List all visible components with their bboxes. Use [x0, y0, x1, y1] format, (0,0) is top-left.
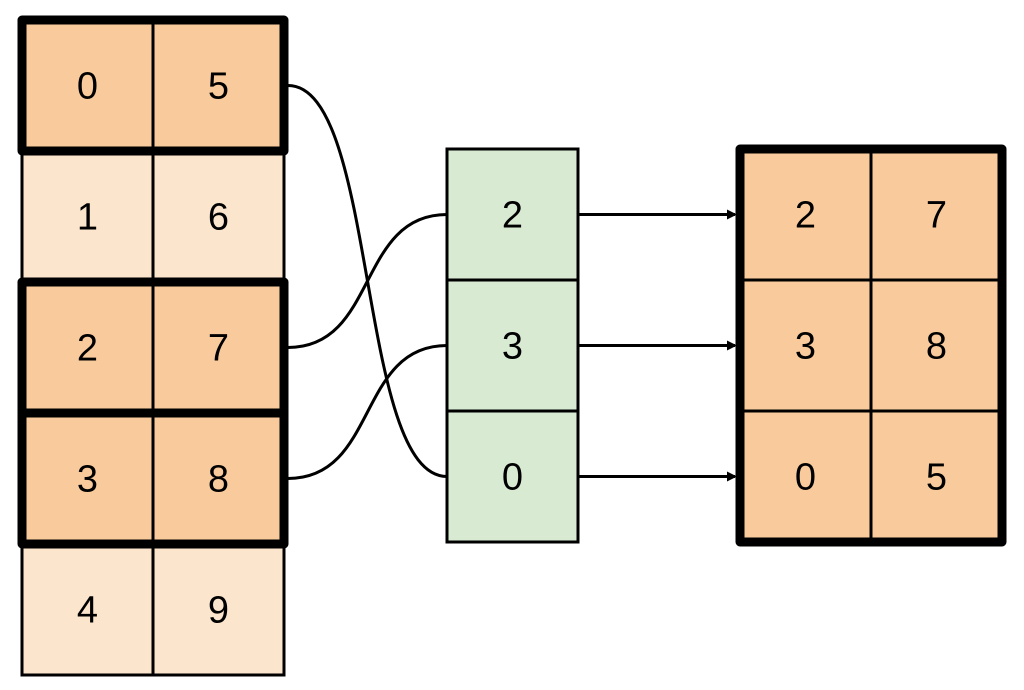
selected-row-outline — [17, 408, 289, 549]
source-cell-value: 7 — [208, 328, 229, 370]
source-cell-value: 6 — [208, 197, 229, 239]
connector-curve — [287, 344, 448, 480]
source-cell — [151, 280, 286, 415]
connector-curves — [287, 84, 448, 480]
result-matrix: 2 7 3 8 0 5 — [735, 144, 1007, 547]
result-cell-value: 2 — [795, 195, 816, 237]
source-cell-value: 0 — [77, 66, 98, 108]
source-cell-value: 9 — [208, 590, 229, 632]
source-cell-value: 1 — [77, 197, 98, 239]
source-cell-value: 8 — [208, 459, 229, 501]
index-cell-value: 3 — [502, 326, 523, 368]
source-cell — [20, 542, 155, 677]
result-cell-value: 8 — [926, 326, 947, 368]
result-cell — [869, 409, 1004, 544]
result-cell — [738, 278, 873, 413]
source-cell-value: 3 — [77, 459, 98, 501]
result-outline — [735, 144, 1007, 547]
result-cell — [869, 278, 1004, 413]
index-cell-value: 0 — [502, 457, 523, 499]
index-cell — [445, 147, 580, 282]
index-cell — [445, 409, 580, 544]
result-cell-value: 7 — [926, 195, 947, 237]
source-cell — [151, 542, 286, 677]
result-cell — [869, 147, 1004, 282]
index-cell-value: 2 — [502, 195, 523, 237]
source-cell — [151, 18, 286, 153]
index-array: 2 3 0 — [445, 147, 580, 544]
source-cell-value: 5 — [208, 66, 229, 108]
source-cell-value: 2 — [77, 328, 98, 370]
result-cell-value: 5 — [926, 457, 947, 499]
result-cell-value: 3 — [795, 326, 816, 368]
source-cell-value: 4 — [77, 590, 98, 632]
result-cell-value: 0 — [795, 457, 816, 499]
result-cell — [738, 409, 873, 544]
arrow-group — [578, 209, 737, 482]
selected-row-outline — [17, 15, 289, 156]
connector-curve — [287, 213, 448, 349]
